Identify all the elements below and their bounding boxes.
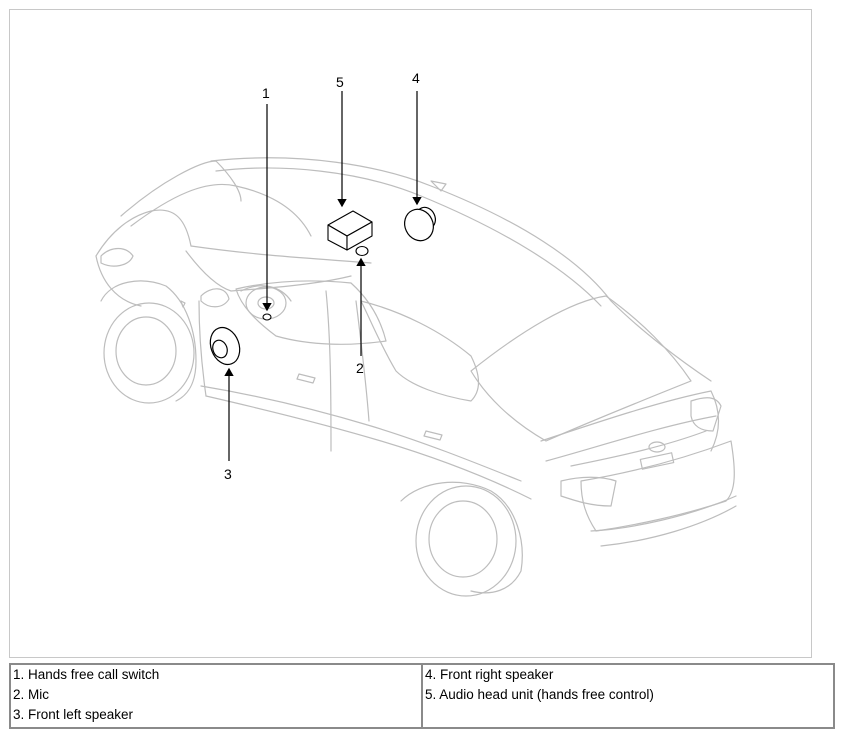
front-left-speaker (209, 326, 241, 366)
front-right-speaker (404, 206, 436, 242)
callout-5: 5 (336, 74, 344, 90)
legend-item-2: 2. Mic (13, 687, 50, 702)
legend-right-column: 4. Front right speaker 5. Audio head uni… (421, 663, 835, 729)
callout-3: 3 (224, 466, 232, 482)
car-body-outline (95, 157, 737, 597)
legend-table: 1. Hands free call switch 2. Mic 3. Fron… (9, 663, 835, 729)
callout-4: 4 (412, 70, 420, 86)
legend-item-3: 3. Front left speaker (13, 707, 134, 722)
legend-row: 1. Hands free call switch 2. Mic 3. Fron… (9, 663, 835, 729)
legend-item-1: 1. Hands free call switch (13, 667, 160, 682)
callout-1: 1 (262, 85, 270, 101)
car-line-drawing: 1 2 3 4 5 (95, 70, 737, 597)
component-location-figure: 1 2 3 4 5 (9, 9, 812, 658)
audio-head-unit (327, 210, 373, 251)
legend-left-column: 1. Hands free call switch 2. Mic 3. Fron… (9, 663, 423, 729)
legend-item-4: 4. Front right speaker (425, 667, 554, 682)
leader-lines (224, 91, 422, 461)
hands-free-call-switch (262, 313, 272, 321)
callout-2: 2 (356, 360, 364, 376)
legend-item-5: 5. Audio head unit (hands free control) (425, 687, 654, 702)
mic (355, 245, 369, 257)
